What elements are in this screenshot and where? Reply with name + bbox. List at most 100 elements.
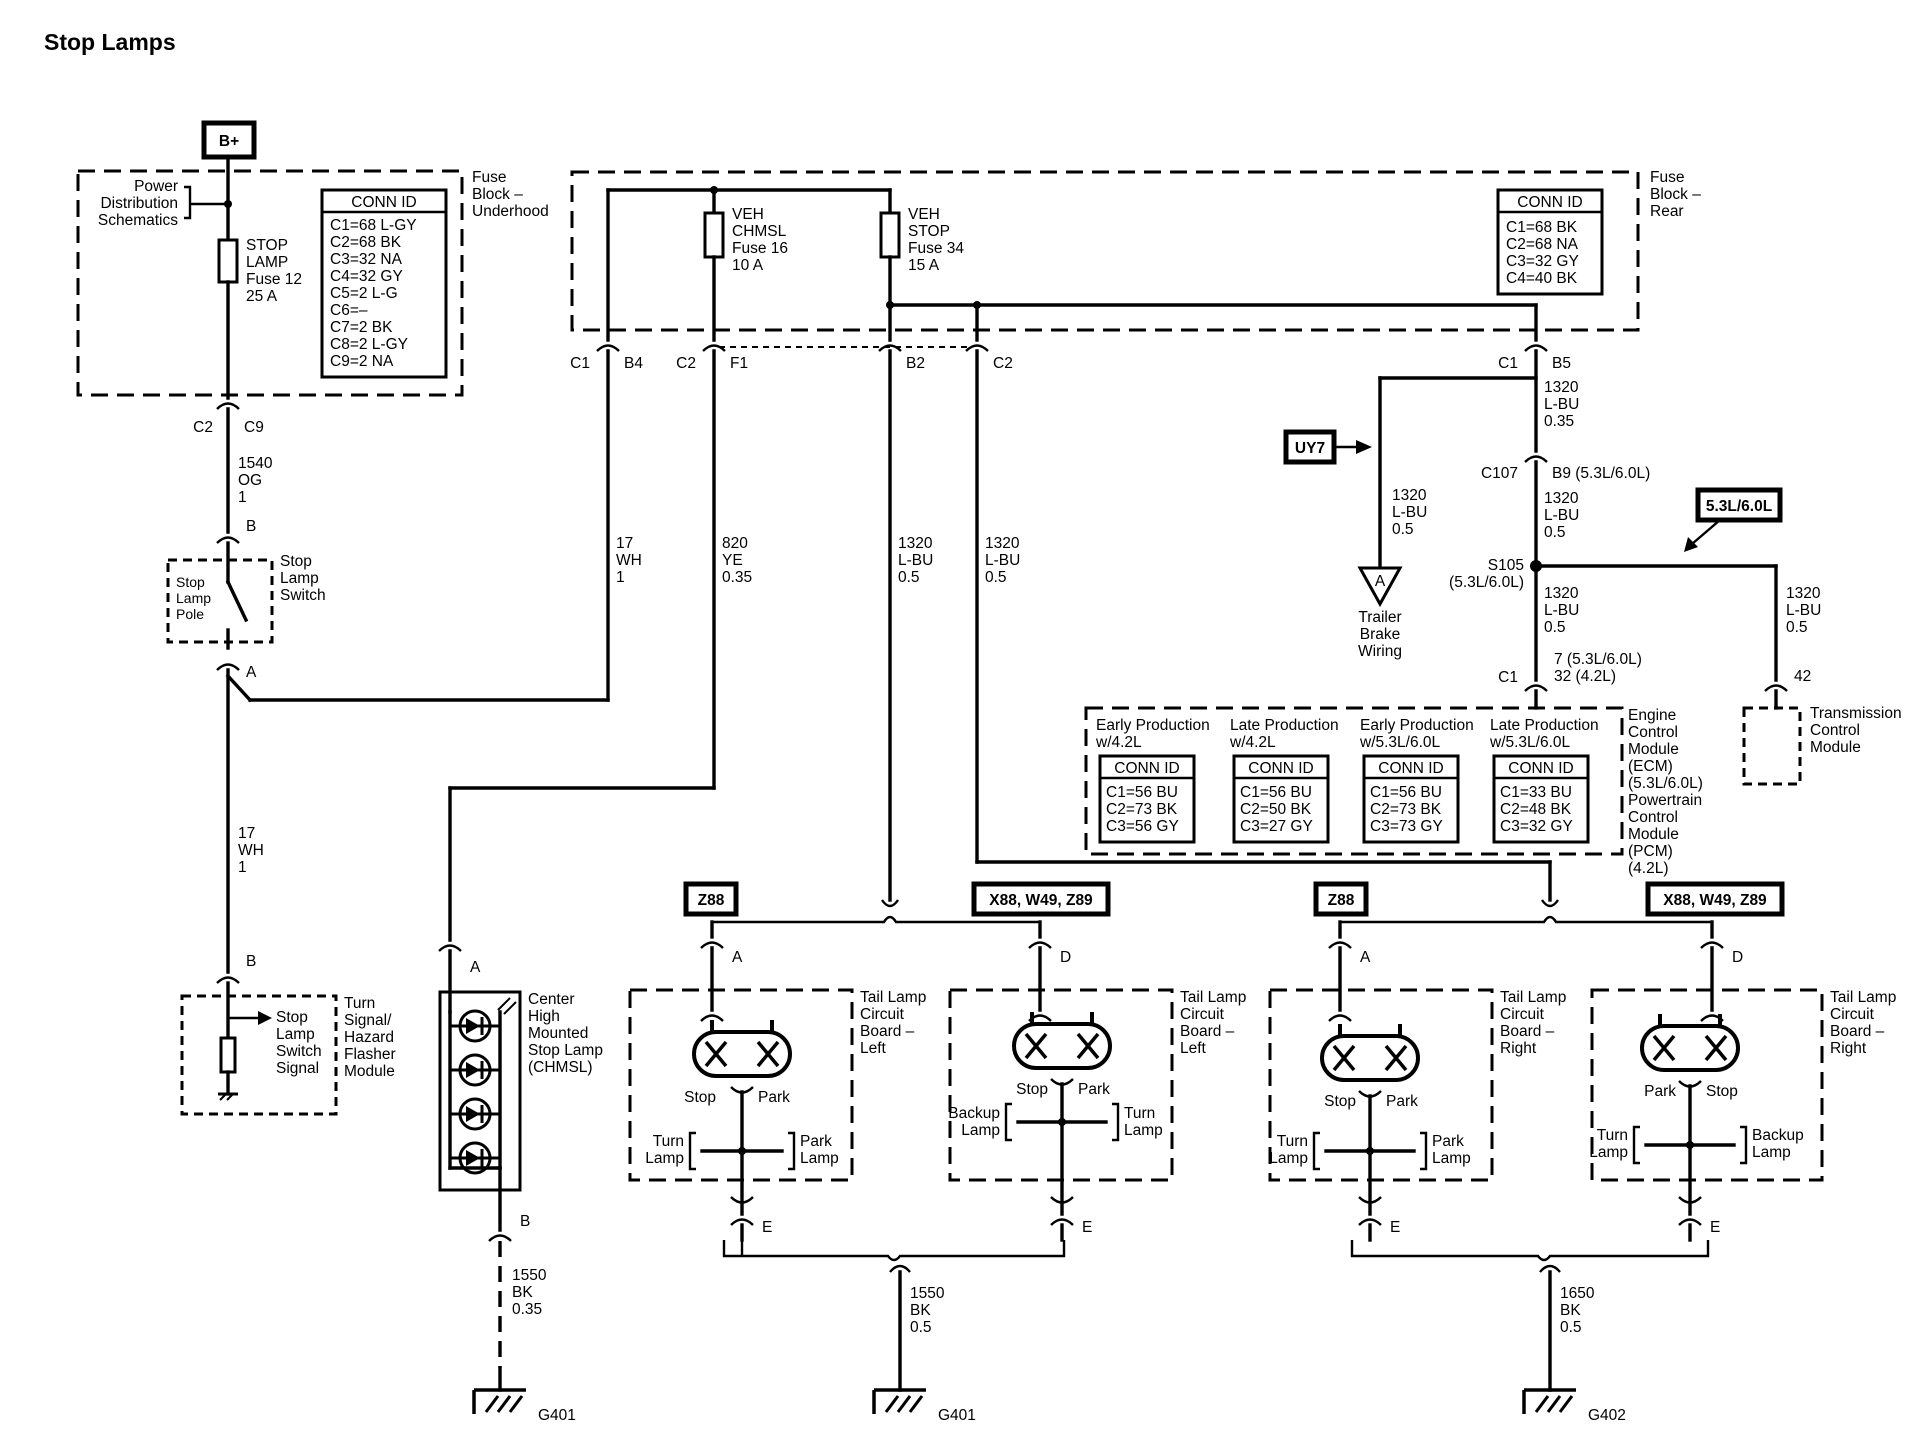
- svg-text:1320: 1320: [1544, 379, 1579, 396]
- svg-text:Z88: Z88: [1328, 892, 1355, 909]
- fuse-12-stop-lamp: STOP LAMP Fuse 12 25 A: [217, 237, 302, 305]
- wire-1320-b2: 1320 L-BU 0.5: [898, 535, 933, 586]
- svg-text:Rear: Rear: [1650, 203, 1684, 220]
- svg-text:Control: Control: [1810, 722, 1860, 739]
- chmsl-light-rays: [497, 997, 517, 1015]
- svg-text:Early Production: Early Production: [1360, 717, 1474, 734]
- svg-text:w/5.3L/6.0L: w/5.3L/6.0L: [1359, 734, 1441, 751]
- svg-text:C7=2 BK: C7=2 BK: [330, 319, 393, 336]
- svg-text:C3=32 GY: C3=32 GY: [1506, 253, 1579, 270]
- svg-text:Stop: Stop: [1706, 1083, 1738, 1100]
- svg-text:Fuse: Fuse: [1650, 169, 1684, 186]
- svg-text:Lamp: Lamp: [1124, 1122, 1163, 1139]
- svg-text:1650: 1650: [1560, 1285, 1595, 1302]
- ecm-conn-table-early-4-2l: Early Production w/4.2L CONN ID C1=56 BU…: [1095, 717, 1210, 844]
- svg-text:D: D: [1732, 949, 1743, 966]
- fuse-block-rear-box: [570, 170, 1640, 332]
- svg-text:1320: 1320: [898, 535, 933, 552]
- svg-text:0.5: 0.5: [1392, 521, 1414, 538]
- svg-text:Engine: Engine: [1628, 707, 1676, 724]
- power-distribution-reference: Power Distribution Schematics: [98, 178, 232, 229]
- svg-text:Turn: Turn: [344, 995, 375, 1012]
- turn-signal-hazard-flasher-module: B Stop Lamp Switch Signal Turn Signal/ H…: [180, 953, 396, 1116]
- svg-text:G401: G401: [938, 1407, 976, 1424]
- svg-text:C2=48 BK: C2=48 BK: [1500, 801, 1572, 818]
- svg-text:Tail Lamp: Tail Lamp: [1180, 989, 1246, 1006]
- chmsl-led-4: [450, 1141, 500, 1175]
- ecm-conn-table-late-5-3l: Late Production w/5.3L/6.0L CONN ID C1=3…: [1489, 717, 1599, 844]
- svg-text:C107: C107: [1481, 465, 1518, 482]
- svg-text:B9 (5.3L/6.0L): B9 (5.3L/6.0L): [1552, 465, 1650, 482]
- svg-text:Right: Right: [1830, 1040, 1867, 1057]
- wire-1540-og: 1540 OG 1: [238, 455, 273, 506]
- svg-text:F1: F1: [730, 355, 748, 372]
- fuse-16-veh-chmsl: VEH CHMSL Fuse 16 10 A: [703, 206, 788, 274]
- svg-text:1320: 1320: [1392, 487, 1427, 504]
- svg-text:Module: Module: [344, 1063, 395, 1080]
- svg-text:C2=73 BK: C2=73 BK: [1370, 801, 1442, 818]
- svg-text:0.5: 0.5: [1544, 524, 1566, 541]
- svg-text:820: 820: [722, 535, 748, 552]
- svg-text:Lamp: Lamp: [1752, 1144, 1791, 1161]
- svg-text:D: D: [1060, 949, 1071, 966]
- tail-lamp-board-left-z88: A Stop Park Turn Lamp Park Lamp E Tail L…: [628, 941, 926, 1242]
- svg-text:C1=33 BU: C1=33 BU: [1500, 784, 1572, 801]
- svg-text:CHMSL: CHMSL: [732, 223, 787, 240]
- svg-text:Signal/: Signal/: [344, 1012, 392, 1029]
- svg-text:1540: 1540: [238, 455, 273, 472]
- svg-text:Lamp: Lamp: [276, 1026, 315, 1043]
- svg-text:17: 17: [616, 535, 633, 552]
- svg-text:Circuit: Circuit: [1180, 1006, 1225, 1023]
- connector-c107: C107 B9 (5.3L/6.0L): [1481, 455, 1650, 482]
- svg-text:B5: B5: [1552, 355, 1571, 372]
- connector-c2-c9: C2 C9: [193, 402, 264, 436]
- svg-text:C1=56 BU: C1=56 BU: [1240, 784, 1312, 801]
- svg-text:High: High: [528, 1008, 560, 1025]
- svg-text:Pole: Pole: [176, 606, 204, 622]
- svg-text:E: E: [1390, 1219, 1400, 1236]
- svg-text:B4: B4: [624, 355, 643, 372]
- svg-text:C3=32 NA: C3=32 NA: [330, 251, 403, 268]
- svg-text:C2: C2: [993, 355, 1013, 372]
- wire-1320-tcm: 1320 L-BU 0.5: [1786, 585, 1821, 636]
- svg-text:Z88: Z88: [698, 892, 725, 909]
- stop-lamp-switch: B Stop Lamp Pole Stop Lamp Switch A: [166, 518, 326, 681]
- svg-text:C5=2 L-G: C5=2 L-G: [330, 285, 398, 302]
- svg-text:X88, W49, Z89: X88, W49, Z89: [989, 892, 1093, 909]
- svg-text:w/5.3L/6.0L: w/5.3L/6.0L: [1489, 734, 1571, 751]
- svg-text:1: 1: [238, 859, 247, 876]
- svg-text:Stop: Stop: [1324, 1093, 1356, 1110]
- svg-text:A: A: [1360, 949, 1371, 966]
- svg-text:Powertrain: Powertrain: [1628, 792, 1702, 809]
- svg-text:Tail Lamp: Tail Lamp: [1830, 989, 1896, 1006]
- svg-text:Park: Park: [800, 1133, 832, 1150]
- svg-text:1: 1: [616, 569, 625, 586]
- svg-text:Right: Right: [1500, 1040, 1537, 1057]
- svg-text:L-BU: L-BU: [985, 552, 1020, 569]
- svg-text:UY7: UY7: [1295, 440, 1325, 457]
- svg-text:Module: Module: [1628, 826, 1679, 843]
- svg-text:0.35: 0.35: [722, 569, 752, 586]
- svg-text:Early Production: Early Production: [1096, 717, 1210, 734]
- svg-text:w/4.2L: w/4.2L: [1229, 734, 1276, 751]
- svg-text:Underhood: Underhood: [472, 203, 549, 220]
- chmsl-led-2: [450, 1053, 500, 1087]
- svg-text:C3=73 GY: C3=73 GY: [1370, 818, 1443, 835]
- svg-text:Circuit: Circuit: [1830, 1006, 1875, 1023]
- svg-text:10 A: 10 A: [732, 257, 764, 274]
- svg-text:B: B: [246, 953, 256, 970]
- svg-text:E: E: [1710, 1219, 1720, 1236]
- svg-text:0.5: 0.5: [1560, 1319, 1582, 1336]
- svg-text:Switch: Switch: [276, 1043, 322, 1060]
- ecm-connector-c1: C1 7 (5.3L/6.0L) 32 (4.2L): [1498, 651, 1642, 710]
- splice-s105: S105 (5.3L/6.0L): [1449, 557, 1542, 591]
- chmsl-led-3: [450, 1097, 500, 1131]
- svg-text:L-BU: L-BU: [1544, 396, 1579, 413]
- svg-text:C2=73 BK: C2=73 BK: [1106, 801, 1178, 818]
- svg-text:Mounted: Mounted: [528, 1025, 588, 1042]
- center-high-mounted-stop-lamp: A Center High Mounted Stop Lamp (CHMSL) …: [438, 944, 603, 1242]
- svg-text:B: B: [520, 1213, 530, 1230]
- svg-text:Fuse 16: Fuse 16: [732, 240, 788, 257]
- svg-text:LAMP: LAMP: [246, 254, 288, 271]
